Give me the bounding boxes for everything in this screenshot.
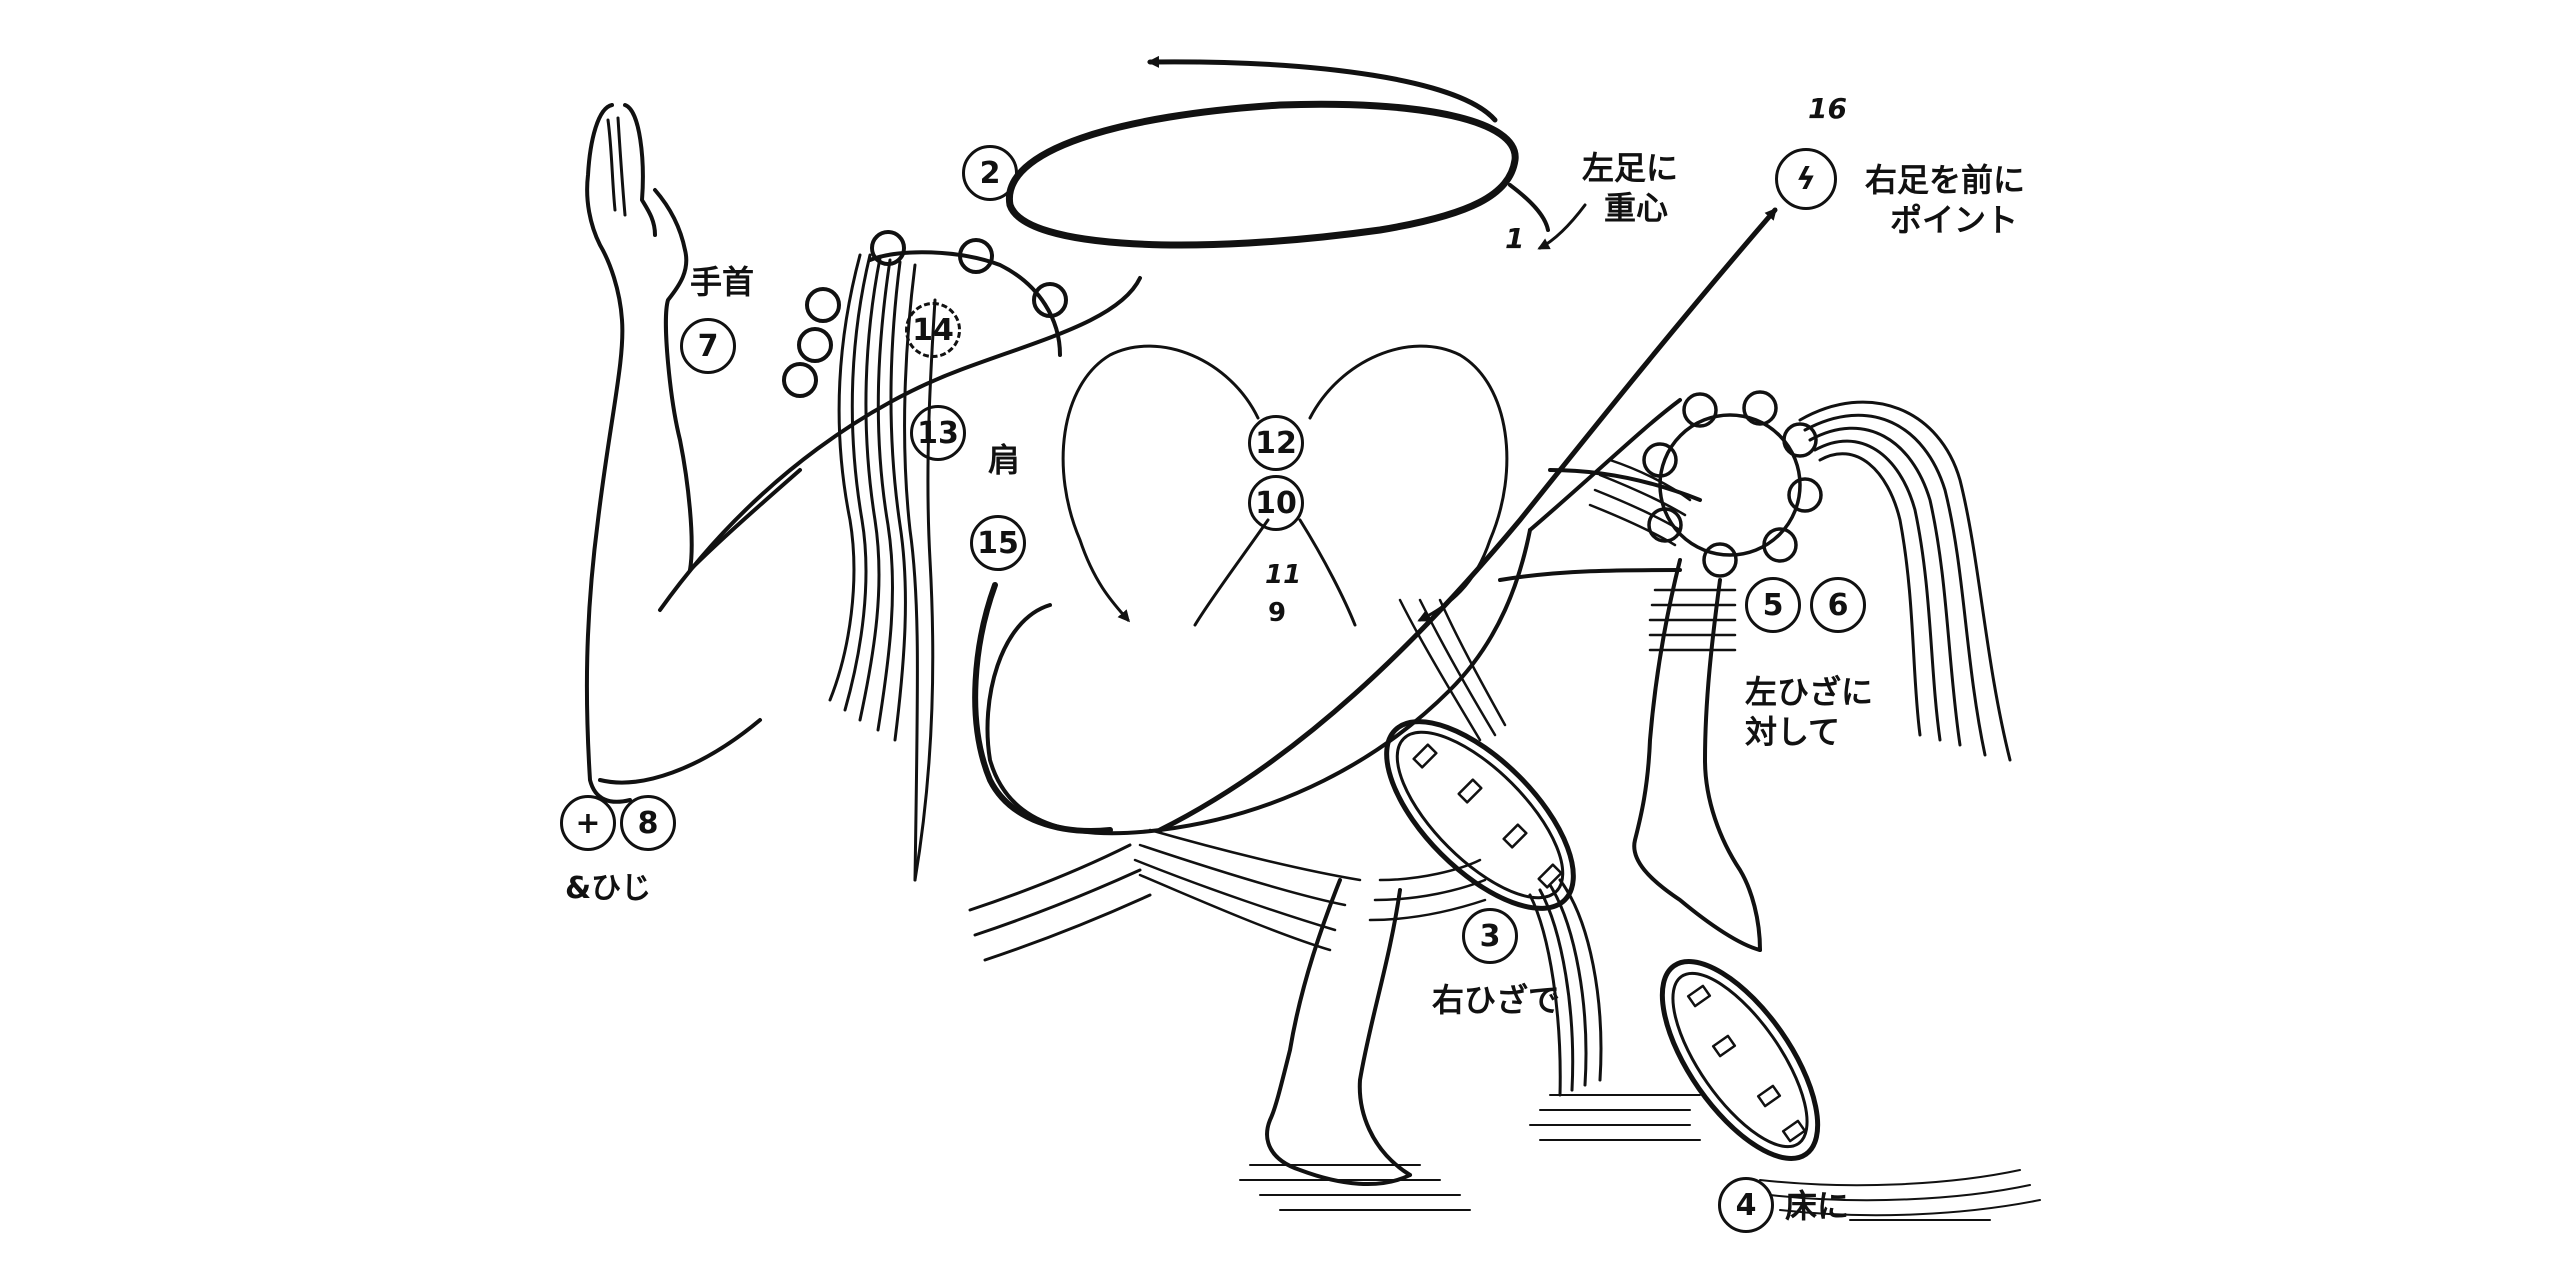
step-2-marker: 2 <box>962 145 1018 201</box>
left-foot-weight-label: 左足に 重心 <box>1582 148 1678 228</box>
floor-hatching <box>1239 1094 2041 1221</box>
left-knee-line2: 対して <box>1745 713 1841 751</box>
bolt-marker: ϟ <box>1775 148 1837 210</box>
right-knee-label: 右ひざで <box>1432 981 1561 1019</box>
skirt-stripes <box>1133 458 1737 952</box>
step-13-marker: 13 <box>910 405 966 461</box>
plus-marker: + <box>560 795 616 851</box>
step-14-marker: 14 <box>905 302 961 358</box>
tambourine-knee <box>1384 719 1576 911</box>
step-8-marker: 8 <box>620 795 676 851</box>
step-3-marker: 3 <box>1462 908 1518 964</box>
left-foot-weight-line1: 左足に <box>1582 149 1679 187</box>
pointing-arrow <box>1157 207 1778 833</box>
step-5-marker: 5 <box>1745 577 1801 633</box>
step-10-marker: 10 <box>1248 475 1304 531</box>
step-15-marker: 15 <box>970 515 1026 571</box>
floor-label: 床に <box>1785 1187 1850 1225</box>
back-curve <box>972 582 1113 834</box>
left-knee-line1: 左ひざに <box>1745 673 1874 711</box>
knee-tambourine-ribbons <box>1528 878 1603 1097</box>
step-4-marker: 4 <box>1718 1177 1774 1233</box>
legs <box>1265 468 1762 1186</box>
shoulder-label: 肩 <box>988 441 1021 479</box>
hip-circles <box>1061 344 1509 627</box>
step-6-marker: 6 <box>1810 577 1866 633</box>
torso <box>658 276 1682 836</box>
hair-strands <box>828 253 937 882</box>
right-foot-point-label: 右足を前に ポイント <box>1865 160 2025 240</box>
left-foot-weight-line2: 重心 <box>1604 189 1669 227</box>
elbow-label: &ひじ <box>565 871 652 906</box>
wrist-label: 手首 <box>690 263 755 301</box>
step-11-label: 11 <box>1265 560 1302 590</box>
left-knee-label: 左ひざに 対して <box>1745 672 1873 752</box>
step-16-label: 16 <box>1808 92 1847 125</box>
right-foot-point-line2: ポイント <box>1890 201 2019 239</box>
step-1-label: 1 <box>1505 222 1525 255</box>
step-12-marker: 12 <box>1248 415 1304 471</box>
step-7-marker: 7 <box>680 318 736 374</box>
knee-ribbons <box>1798 400 2012 762</box>
raised-arm <box>584 103 802 804</box>
tambourine-left-knee <box>1642 390 1823 578</box>
overhead-circle <box>1005 55 1587 250</box>
tambourine-floor <box>1659 959 1821 1161</box>
step-9-label: 9 <box>1268 598 1287 628</box>
fabric-panel <box>968 843 1152 962</box>
right-foot-point-line1: 右足を前に <box>1865 161 2026 199</box>
